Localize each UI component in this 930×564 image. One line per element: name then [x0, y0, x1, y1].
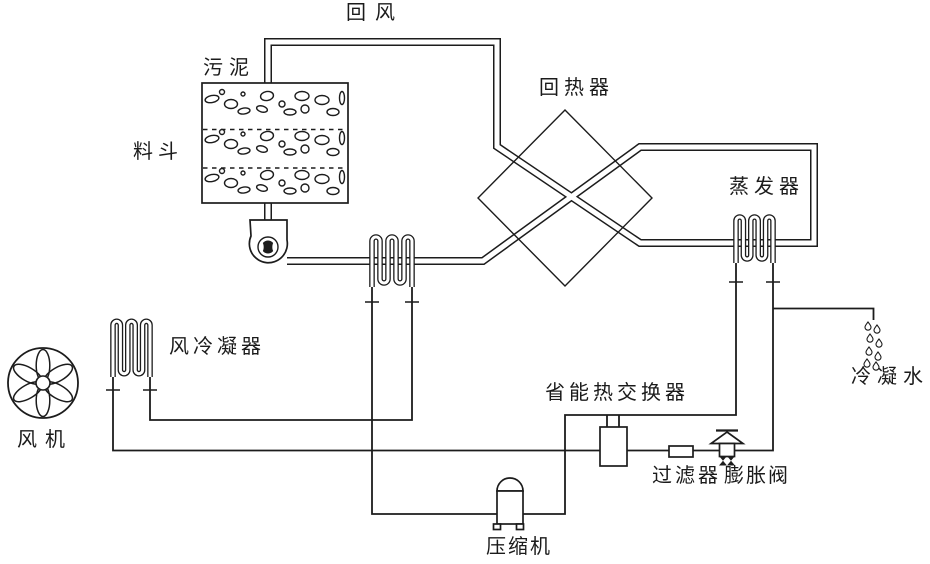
filter-icon [668, 445, 694, 458]
pipe-condensate-drain [773, 307, 875, 320]
refrigerant-pipes [106, 262, 875, 515]
label-compressor: 压缩机 [486, 536, 552, 558]
blower-icon [248, 219, 289, 264]
condensate-drops-icon [863, 321, 883, 371]
duct-coil-icon [369, 234, 415, 287]
pipe-duct-coil-to-air-condenser [149, 287, 413, 421]
label-energy-saving-heat-exchanger: 省能热交换器 [545, 382, 689, 404]
air-condenser-coil-icon [110, 318, 153, 377]
label-regenerator: 回热器 [539, 77, 614, 99]
connection-ticks [106, 281, 780, 391]
heat-exchanger-icon [599, 426, 628, 467]
pipe-liquid-line [112, 262, 774, 452]
pipe-compressor-discharge [371, 287, 510, 515]
label-evaporator: 蒸发器 [729, 176, 804, 198]
compressor-icon [492, 477, 525, 531]
label-fan: 风机 [17, 429, 73, 451]
label-hopper: 料斗 [133, 141, 183, 163]
hopper-layer-dividers [203, 128, 347, 169]
label-return-air: 回风 [346, 2, 404, 24]
regenerator-icon [477, 109, 653, 287]
label-air-condenser: 风冷凝器 [169, 336, 265, 358]
valve-bowtie [719, 456, 735, 466]
hopper-icon [201, 82, 349, 204]
label-expansion-valve: 膨胀阀 [724, 465, 790, 487]
label-condensate-water: 冷凝水 [851, 366, 929, 388]
air-duct-circuit [264, 38, 818, 265]
expansion-valve-icon [708, 429, 746, 466]
pipe-suction-line [510, 262, 737, 515]
evaporator-coil-icon [733, 214, 776, 263]
label-sludge: 污泥 [203, 57, 255, 79]
fan-icon [7, 347, 79, 419]
label-filter: 过滤器 [652, 465, 721, 487]
